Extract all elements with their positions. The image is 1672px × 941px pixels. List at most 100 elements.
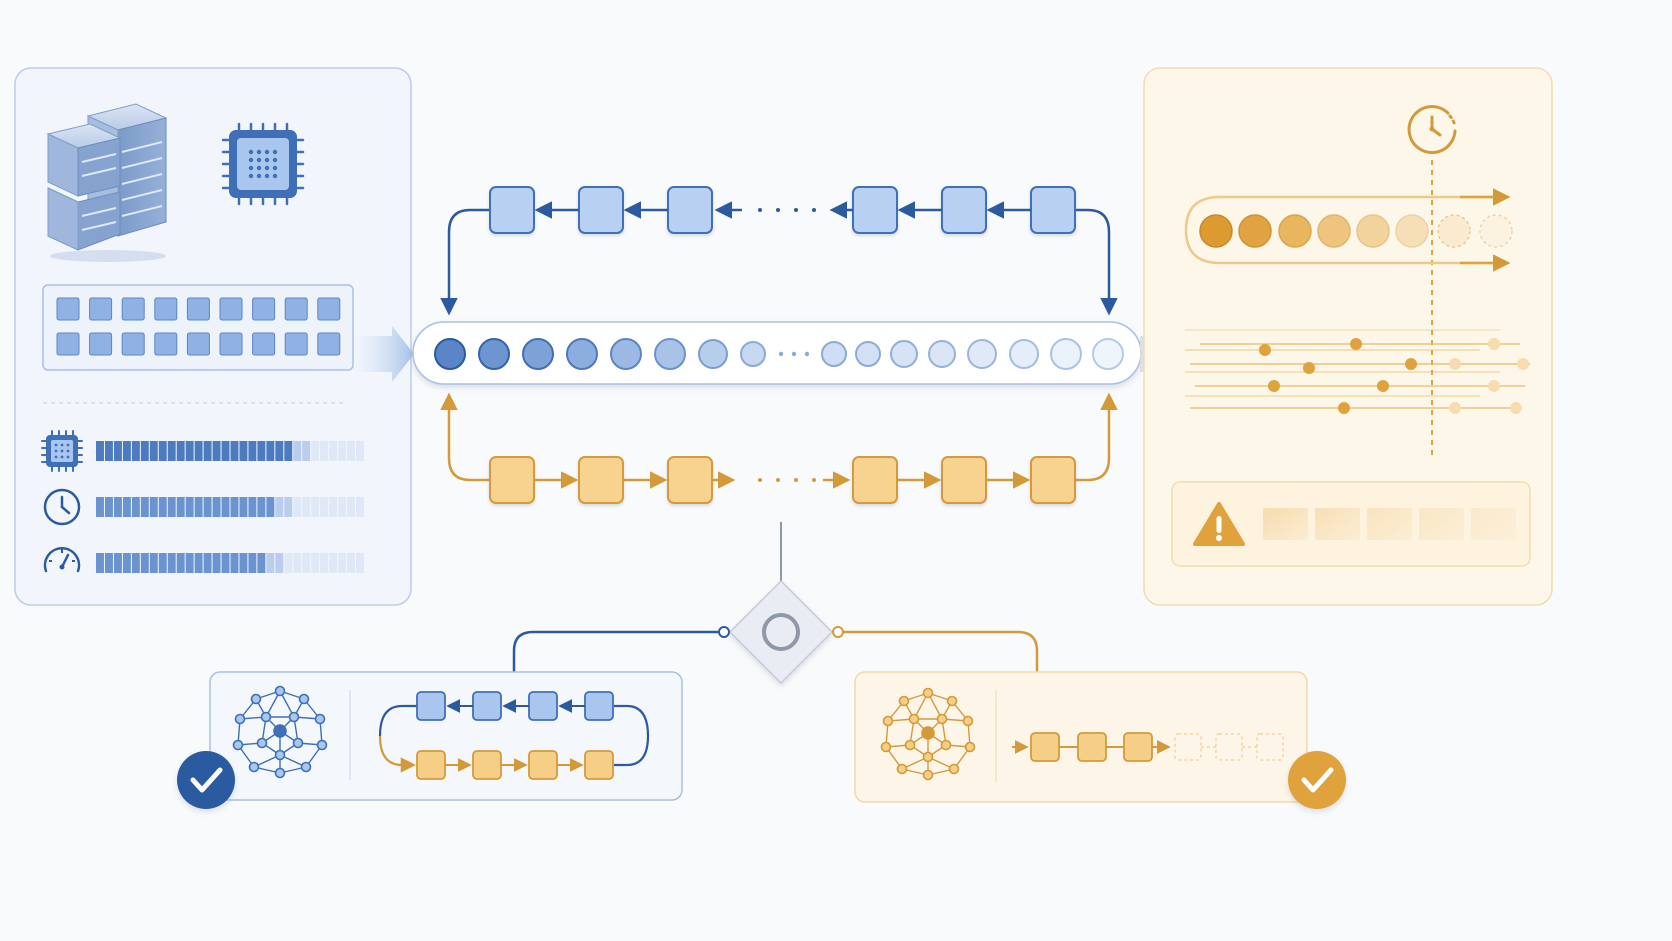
warning-box [1171,481,1531,567]
meter-segment [194,553,203,573]
memory-cell [219,332,243,356]
chain-block [1030,186,1076,234]
resource-meters [41,430,364,573]
branch-line-left [512,630,724,672]
sequence-dot [1278,214,1312,248]
network-node [940,739,952,751]
chain-block [489,186,535,234]
stream-dot [1405,358,1417,370]
timeline-panel [1143,67,1553,606]
token-dot [855,341,881,367]
meter-segment [338,441,347,461]
meter-segment [239,553,248,573]
chain-block [667,186,713,234]
branch-card-right[interactable] [854,671,1346,809]
input-arrow [352,326,414,382]
memory-cell [121,332,145,356]
sequence-dot [1395,214,1429,248]
placeholder-cell [1471,508,1516,540]
cpu-icon [41,430,83,472]
stream-dot [1488,338,1500,350]
meter-segment [338,553,347,573]
stream-dot [1510,402,1522,414]
meter-segment [113,497,122,517]
mini-forward-chain [1012,732,1284,762]
token-dot [610,338,642,370]
meter-segment [104,441,113,461]
chain-block [1030,456,1076,504]
clock-icon [43,488,81,526]
meter-segment [221,553,230,573]
placeholder-cell [1315,508,1360,540]
meter-bar [96,497,364,517]
placeholder-cell [1419,508,1464,540]
meter-segment [96,497,104,517]
network-node [882,715,894,727]
memory-cell [154,332,178,356]
memory-cell [56,297,80,321]
network-node [274,749,286,761]
ellipsis-dot [794,208,798,212]
mini-block [528,750,558,780]
network-node [922,687,934,699]
network-node [248,761,260,773]
meter-bar [96,553,364,573]
meter-segment [185,441,194,461]
stream-dot [1449,402,1461,414]
meter-segment [275,497,284,517]
meter-segment [266,441,275,461]
mini-block [1077,732,1107,762]
meter-segment [230,441,239,461]
decision-diamond-icon[interactable] [728,579,834,685]
network-node [936,713,948,725]
network-node [880,741,892,753]
meter-segment [167,497,176,517]
meter-segment [356,553,364,573]
meter-segment [149,553,158,573]
network-node [232,739,244,751]
network-node [273,724,287,738]
network-node [298,693,310,705]
meter-segment [104,497,113,517]
stream-dot [1449,358,1461,370]
memory-cell [121,297,145,321]
meter-segment [320,441,329,461]
meter-segment [257,441,266,461]
network-node [921,726,935,740]
sequence-dot [1317,214,1351,248]
meter-segment [230,497,239,517]
network-node [260,711,272,723]
ellipsis-dot [778,351,784,357]
stream-dot [1268,380,1280,392]
network-node [896,763,908,775]
meter-segment [248,441,257,461]
meter-segment [167,441,176,461]
network-node [274,767,286,779]
sequence-dot [1238,214,1272,248]
network-node [292,737,304,749]
meter-segment [122,441,131,461]
meter-segment [293,497,302,517]
network-node [948,763,960,775]
meter-segment [176,497,185,517]
sequence-dot [1356,214,1390,248]
meter-segment [185,497,194,517]
branch-card-left[interactable] [177,671,683,809]
meter-segment [176,553,185,573]
mini-block [1123,732,1153,762]
meter-segment [284,441,293,461]
meter-segment [311,441,320,461]
meter-segment [140,553,149,573]
meter-segment [221,441,230,461]
meter-segment [131,497,140,517]
server-rack-icon [46,103,168,262]
meter-segment [185,553,194,573]
meter-segment [203,441,212,461]
meter-segment [194,441,203,461]
memory-cell [89,332,113,356]
meter-segment [320,497,329,517]
meter-segment [167,553,176,573]
token-dot [478,338,510,370]
network-node [250,693,262,705]
